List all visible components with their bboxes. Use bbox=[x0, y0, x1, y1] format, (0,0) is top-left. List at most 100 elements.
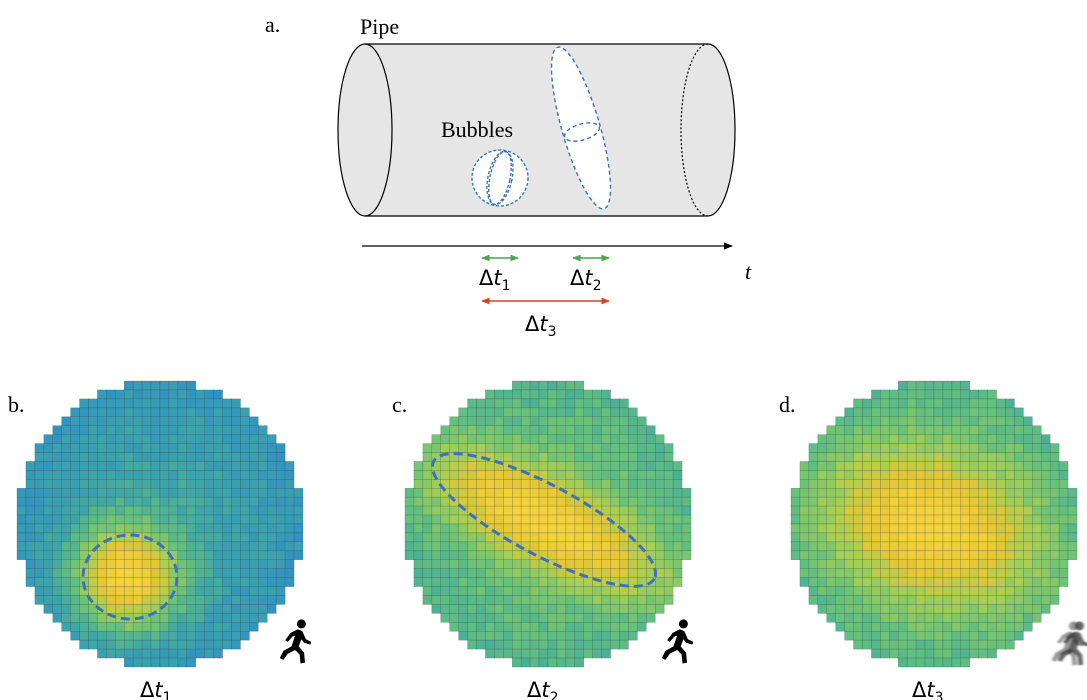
heatmap-cell bbox=[195, 425, 205, 435]
heatmap-cell bbox=[132, 389, 143, 400]
heatmap-cell bbox=[431, 532, 441, 543]
heatmap-cell bbox=[61, 416, 71, 426]
heatmap-cell bbox=[267, 586, 277, 596]
heatmap-cell bbox=[844, 434, 854, 444]
heatmap-cell bbox=[529, 541, 540, 552]
heatmap-cell bbox=[862, 461, 872, 471]
heatmap-cell bbox=[978, 496, 988, 507]
heatmap-cell bbox=[132, 443, 143, 453]
heatmap-cell bbox=[826, 577, 836, 587]
heatmap-cell bbox=[177, 550, 188, 560]
heatmap-cell bbox=[520, 380, 531, 391]
heatmap-cell bbox=[258, 595, 268, 605]
heatmap-cell bbox=[275, 568, 286, 578]
heatmap-cell bbox=[619, 505, 629, 516]
heatmap-cell bbox=[969, 452, 979, 462]
heatmap-cell bbox=[177, 496, 188, 507]
heatmap-cell bbox=[871, 622, 881, 632]
heatmap-cell bbox=[520, 532, 531, 543]
heatmap-cell bbox=[284, 577, 295, 587]
heatmap-cell bbox=[556, 622, 567, 632]
heatmap-cell bbox=[898, 389, 908, 400]
heatmap-cell bbox=[924, 550, 935, 560]
heatmap-cell bbox=[601, 631, 611, 641]
heatmap-cell bbox=[592, 631, 602, 641]
heatmap-cell bbox=[906, 586, 917, 596]
heatmap-cell bbox=[231, 416, 241, 426]
heatmap-cell bbox=[574, 425, 584, 435]
heatmap-cell bbox=[808, 559, 819, 569]
heatmap-cell bbox=[574, 461, 584, 471]
heatmap-cell bbox=[871, 398, 881, 409]
heatmap-cell bbox=[503, 407, 513, 417]
heatmap-cell bbox=[440, 496, 450, 507]
heatmap-cell bbox=[132, 586, 143, 596]
heatmap-cell bbox=[681, 514, 692, 525]
heatmap-cell bbox=[655, 586, 665, 596]
heatmap-cell bbox=[844, 613, 854, 623]
heatmap-cell bbox=[132, 657, 143, 668]
heatmap-cell bbox=[275, 479, 286, 489]
heatmap-cell bbox=[106, 416, 116, 426]
heatmap-cell bbox=[132, 541, 143, 552]
heatmap-cell bbox=[951, 639, 962, 650]
heatmap-cell bbox=[168, 443, 179, 453]
heatmap-cell bbox=[213, 452, 223, 462]
heatmap-cell bbox=[204, 407, 214, 417]
heatmap-cell bbox=[592, 568, 602, 578]
pipe-left-end bbox=[337, 43, 393, 217]
heatmap-cell bbox=[186, 586, 196, 596]
heatmap-cell bbox=[906, 577, 917, 587]
heatmap-cell bbox=[467, 496, 477, 507]
heatmap-cell bbox=[898, 639, 908, 650]
heatmap-cell bbox=[898, 622, 908, 632]
heatmap-cell bbox=[422, 541, 433, 552]
heatmap-cell bbox=[663, 541, 674, 552]
heatmap-cell bbox=[655, 452, 665, 462]
heatmap-cell bbox=[915, 559, 926, 569]
heatmap-cell bbox=[213, 595, 223, 605]
heatmap-cell bbox=[467, 416, 477, 426]
heatmap-cell bbox=[547, 639, 558, 650]
heatmap-cell bbox=[529, 416, 540, 426]
heatmap-cell bbox=[422, 470, 433, 480]
heatmap-cell bbox=[844, 568, 854, 578]
heatmap-cell bbox=[663, 479, 674, 489]
heatmap-cell bbox=[547, 622, 558, 632]
heatmap-cell bbox=[1041, 595, 1051, 605]
heatmap-cell bbox=[628, 470, 638, 480]
heatmap-cell bbox=[583, 443, 593, 453]
heatmap-cell bbox=[574, 541, 584, 552]
heatmap-cell bbox=[933, 532, 944, 543]
heatmap-cell bbox=[512, 470, 522, 480]
heatmap-cell bbox=[898, 380, 908, 391]
heatmap-cell bbox=[996, 479, 1006, 489]
heatmap-cell bbox=[889, 496, 899, 507]
heatmap-cell bbox=[485, 514, 495, 525]
heatmap-cell bbox=[70, 604, 80, 614]
heatmap-cell bbox=[458, 541, 468, 552]
heatmap-cell bbox=[592, 416, 602, 426]
heatmap-cell bbox=[1005, 479, 1015, 489]
heatmap-cell bbox=[231, 586, 241, 596]
heatmap-cell bbox=[646, 523, 656, 534]
heatmap-cell bbox=[889, 550, 899, 560]
heatmap-cell bbox=[978, 532, 988, 543]
heatmap-cell bbox=[159, 586, 170, 596]
heatmap-cell bbox=[458, 434, 468, 444]
heatmap-cell bbox=[97, 577, 107, 587]
heatmap-cell bbox=[898, 505, 908, 516]
heatmap-cell bbox=[231, 407, 241, 417]
heatmap-cell bbox=[275, 586, 286, 596]
heatmap-cell bbox=[88, 559, 98, 569]
heatmap-cell bbox=[249, 532, 259, 543]
heatmap-cell bbox=[906, 514, 917, 525]
heatmap-cell bbox=[503, 496, 513, 507]
heatmap-cell bbox=[592, 595, 602, 605]
heatmap-cell bbox=[556, 416, 567, 426]
heatmap-cell bbox=[924, 452, 935, 462]
heatmap-cell bbox=[168, 479, 179, 489]
heatmap-cell bbox=[467, 398, 477, 409]
heatmap-cell bbox=[168, 398, 179, 409]
heatmap-cell bbox=[115, 622, 125, 632]
